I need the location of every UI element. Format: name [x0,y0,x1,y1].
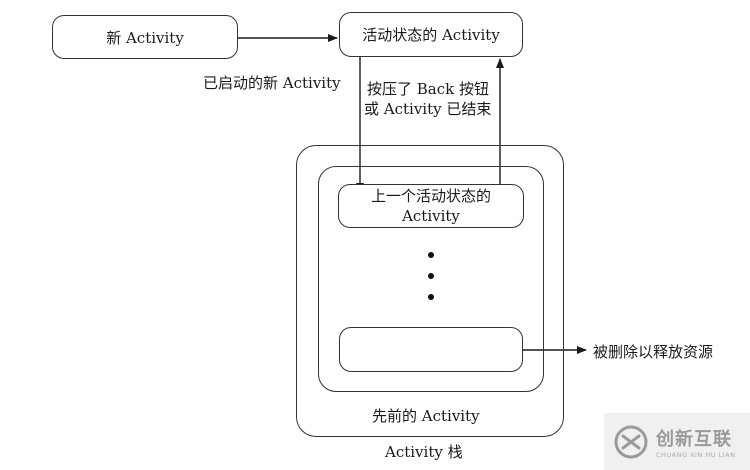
back-pressed-label-line1: 按压了 Back 按钮 [367,80,489,98]
running-activity-box: 活动状态的 Activity [339,12,523,57]
new-activity-box: 新 Activity [52,15,238,59]
watermark: 创新互联 CHUANG XIN HU LIAN [604,413,750,470]
previous-activities-container [318,166,544,392]
previous-running-label-line2: Activity [402,207,460,225]
back-pressed-label-line2: 或 Activity 已结束 [364,100,492,118]
activity-stack-outer [296,145,564,437]
previous-running-activity-box: 上一个活动状态的 Activity [338,184,524,228]
oldest-activity-box [339,327,523,372]
new-activity-label: 新 Activity [106,28,184,47]
ellipsis-dot [428,273,434,279]
previous-activities-label: 先前的 Activity [372,407,480,425]
watermark-text: 创新互联 CHUANG XIN HU LIAN [656,425,735,459]
ellipsis-dot [428,294,434,300]
started-new-activity-label: 已启动的新 Activity [203,74,341,92]
removed-to-free-label: 被删除以释放资源 [593,343,714,361]
watermark-name: 创新互联 [656,428,732,450]
activity-stack-label: Activity 栈 [385,443,463,461]
running-activity-label: 活动状态的 Activity [362,26,500,44]
ellipsis-dot [428,252,434,258]
brand-logo-icon [614,425,648,458]
watermark-subtitle: CHUANG XIN HU LIAN [656,450,736,459]
previous-running-label-line1: 上一个活动状态的 [370,187,491,205]
